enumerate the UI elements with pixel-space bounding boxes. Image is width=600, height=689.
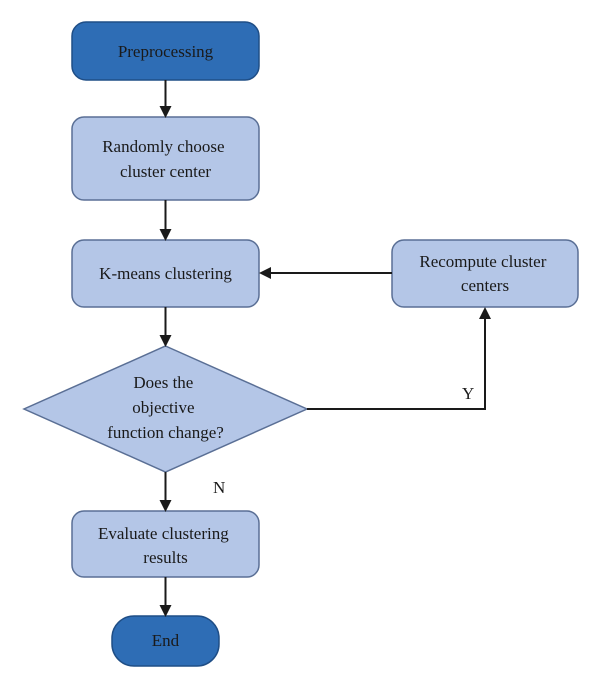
end-label: End	[152, 631, 180, 650]
random-center-shape	[71, 116, 260, 201]
recompute-label: Recompute cluster centers	[419, 252, 550, 295]
evaluate-label: Evaluate clustering results	[98, 524, 233, 567]
recompute-shape	[391, 239, 579, 308]
edge-label-yes: Y	[462, 384, 474, 403]
decision-label: Does the objective function change?	[107, 373, 224, 442]
node-kmeans: K-means clustering	[71, 239, 260, 308]
random-center-label: Randomly choose cluster center	[102, 137, 229, 181]
node-recompute: Recompute cluster centers	[391, 239, 579, 308]
node-end: End	[111, 615, 220, 667]
node-decision: Does the objective function change?	[22, 345, 309, 473]
edges	[159, 80, 491, 617]
evaluate-shape	[71, 510, 260, 578]
kmeans-label: K-means clustering	[99, 264, 232, 283]
preprocessing-label: Preprocessing	[118, 42, 214, 61]
node-preprocessing: Preprocessing	[71, 21, 260, 81]
edge-label-no: N	[213, 478, 225, 497]
edge-decision-to-recompute	[307, 307, 491, 410]
node-evaluate: Evaluate clustering results	[71, 510, 260, 578]
node-random-center: Randomly choose cluster center	[71, 116, 260, 201]
